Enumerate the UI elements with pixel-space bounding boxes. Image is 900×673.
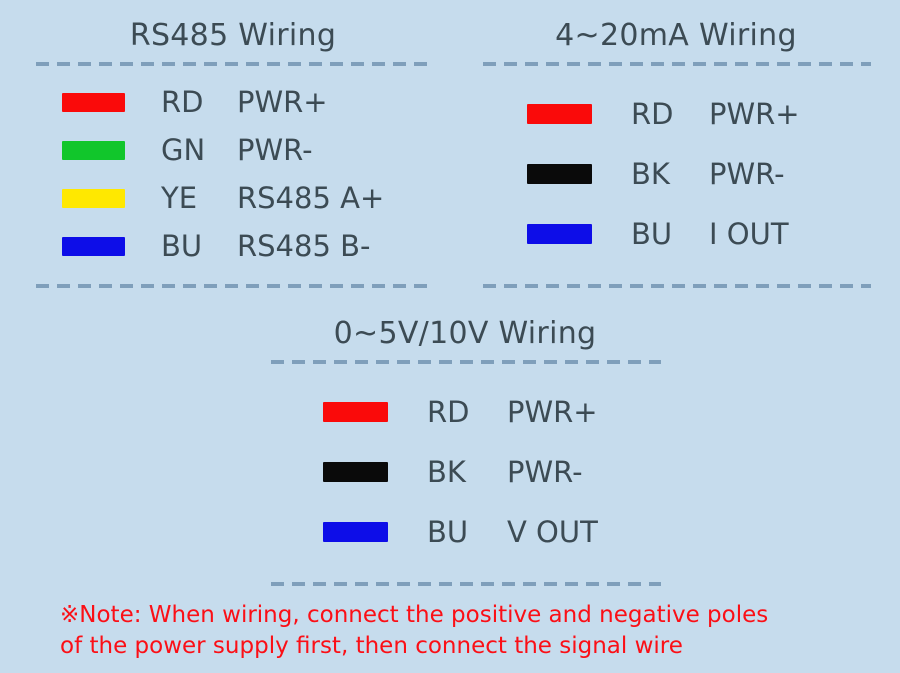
red-swatch bbox=[62, 92, 125, 112]
wiring-note-line-1: ※Note: When wiring, connect the positive… bbox=[60, 602, 769, 628]
divider-top-voltage bbox=[271, 360, 661, 364]
wire-list-current-loop: RD PWR+ BK PWR- BU I OUT bbox=[470, 66, 882, 264]
wire-row: BK PWR- bbox=[470, 144, 882, 204]
wire-code: BU bbox=[631, 216, 673, 251]
wire-function: PWR- bbox=[507, 454, 583, 489]
wiring-note: ※Note: When wiring, connect the positive… bbox=[60, 600, 850, 662]
wire-code: RD bbox=[631, 96, 674, 131]
wire-row: BK PWR- bbox=[255, 442, 675, 502]
blue-swatch bbox=[62, 236, 125, 256]
wiring-note-line-2: of the power supply first, then connect … bbox=[60, 633, 683, 659]
wire-function: PWR+ bbox=[709, 96, 800, 131]
yellow-swatch bbox=[62, 188, 125, 208]
wire-function: PWR- bbox=[709, 156, 785, 191]
panel-title-voltage: 0~5V/10V Wiring bbox=[333, 316, 597, 351]
divider-bottom-current-loop bbox=[483, 284, 871, 288]
green-swatch bbox=[62, 140, 125, 160]
divider-top-rs485 bbox=[36, 62, 432, 66]
divider-bottom-rs485 bbox=[36, 284, 432, 288]
panel-rs485: RS485 Wiring RD PWR+ GN PWR- YE RS485 A+… bbox=[18, 16, 448, 288]
wire-function: V OUT bbox=[507, 514, 598, 549]
wire-code: BK bbox=[427, 454, 466, 489]
black-swatch bbox=[527, 164, 592, 184]
wire-function: PWR+ bbox=[507, 394, 598, 429]
wire-row: BU RS485 B- bbox=[18, 222, 448, 270]
wire-code: BK bbox=[631, 156, 670, 191]
blue-swatch bbox=[323, 522, 388, 542]
wire-list-rs485: RD PWR+ GN PWR- YE RS485 A+ BU RS485 B- bbox=[18, 66, 448, 270]
wire-row: BU I OUT bbox=[470, 204, 882, 264]
red-swatch bbox=[323, 402, 388, 422]
wire-row: GN PWR- bbox=[18, 126, 448, 174]
wire-code: GN bbox=[161, 132, 206, 167]
panel-voltage: 0~5V/10V Wiring RD PWR+ BK PWR- BU V OUT bbox=[255, 314, 675, 586]
wire-code: BU bbox=[427, 514, 469, 549]
wire-function: I OUT bbox=[709, 216, 789, 251]
black-swatch bbox=[323, 462, 388, 482]
wire-row: RD PWR+ bbox=[18, 78, 448, 126]
wire-code: BU bbox=[161, 228, 203, 263]
wire-row: RD PWR+ bbox=[470, 84, 882, 144]
divider-top-current-loop bbox=[483, 62, 871, 66]
panel-current-loop: 4~20mA Wiring RD PWR+ BK PWR- BU I OUT bbox=[470, 16, 882, 288]
wire-row: BU V OUT bbox=[255, 502, 675, 562]
wire-row: RD PWR+ bbox=[255, 382, 675, 442]
red-swatch bbox=[527, 104, 592, 124]
panel-title-rs485: RS485 Wiring bbox=[129, 18, 337, 53]
panel-title-current-loop: 4~20mA Wiring bbox=[555, 18, 797, 53]
wire-code: YE bbox=[161, 180, 198, 215]
wire-function: PWR- bbox=[237, 132, 313, 167]
wire-code: RD bbox=[427, 394, 470, 429]
wire-function: RS485 B- bbox=[237, 228, 371, 263]
wire-function: RS485 A+ bbox=[237, 180, 385, 215]
wire-function: PWR+ bbox=[237, 84, 328, 119]
wire-row: YE RS485 A+ bbox=[18, 174, 448, 222]
wire-list-voltage: RD PWR+ BK PWR- BU V OUT bbox=[255, 364, 675, 562]
blue-swatch bbox=[527, 224, 592, 244]
wire-code: RD bbox=[161, 84, 204, 119]
divider-bottom-voltage bbox=[271, 582, 661, 586]
